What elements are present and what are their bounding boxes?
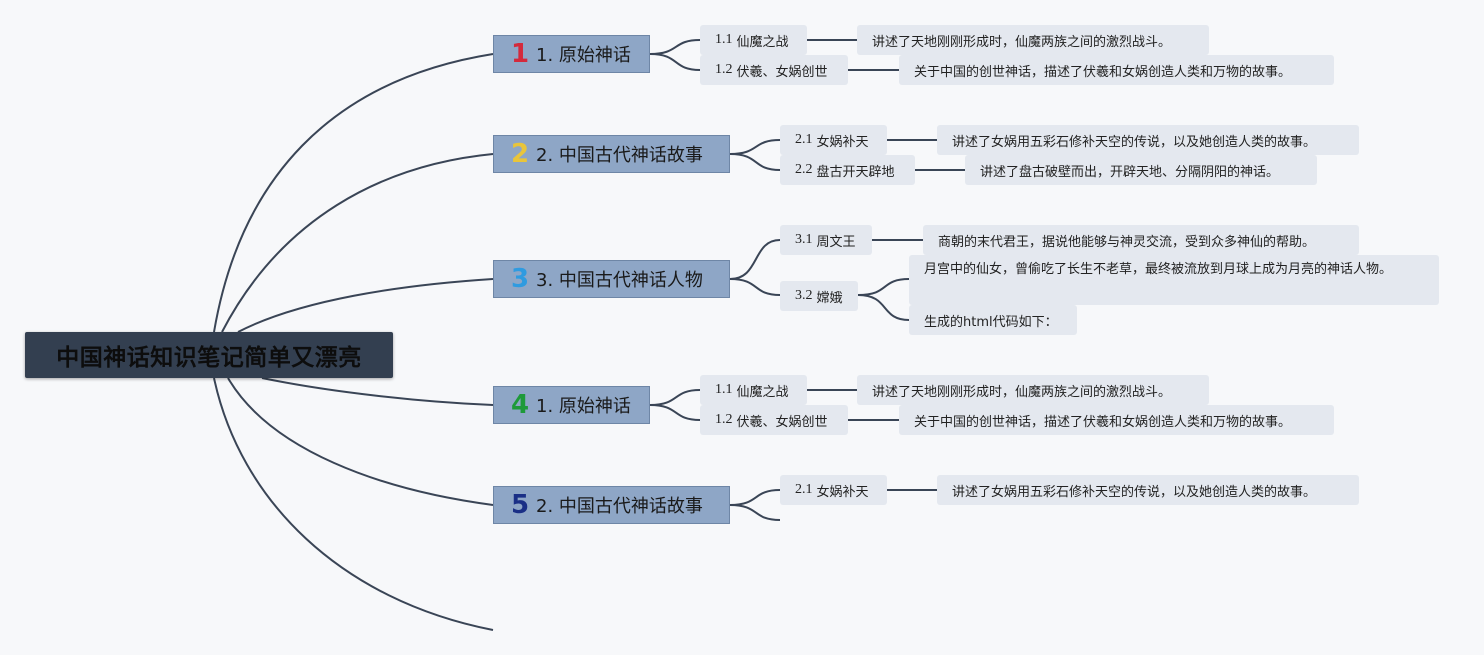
subtopic-2-2[interactable]: 2.2 盘古开天辟地 [780, 155, 915, 185]
subtopic-4-2[interactable]: 1.2 伏羲、女娲创世 [700, 405, 848, 435]
subtopic-label: 伏羲、女娲创世 [736, 64, 828, 80]
subtopic-1-2[interactable]: 1.2 伏羲、女娲创世 [700, 55, 848, 85]
description-text: 讲述了女娲用五彩石修补天空的传说，以及她创造人类的故事。 [952, 134, 1317, 150]
subtopic-code: 1.1 [715, 32, 733, 47]
description-text: 关于中国的创世神话，描述了伏羲和女娲创造人类和万物的故事。 [914, 64, 1292, 80]
edge-root-topic-1 [213, 53, 494, 333]
number-2-icon: 2 [510, 139, 530, 169]
description-1-2[interactable]: 关于中国的创世神话，描述了伏羲和女娲创造人类和万物的故事。 [899, 55, 1334, 85]
subtopic-code: 2.1 [795, 132, 813, 147]
subtopic-code: 3.2 [795, 288, 813, 303]
topic-5-label: 2. 中国古代神话故事 [536, 496, 703, 517]
subtopic-code: 1.1 [715, 382, 733, 397]
topic-2[interactable]: 2 2. 中国古代神话故事 [493, 135, 730, 173]
edge-root-extra [213, 377, 494, 631]
subtopic-label: 女娲补天 [816, 134, 869, 150]
description-text: 关于中国的创世神话，描述了伏羲和女娲创造人类和万物的故事。 [914, 414, 1292, 430]
subtopic-label: 嫦娥 [816, 290, 843, 306]
number-4-icon: 4 [510, 390, 530, 420]
subtopic-label: 仙魔之战 [736, 384, 789, 400]
subtopic-3-1[interactable]: 3.1 周文王 [780, 225, 872, 255]
description-3-2[interactable]: 月宫中的仙女，曾偷吃了长生不老草，最终被流放到月球上成为月亮的神话人物。 [909, 255, 1439, 305]
description-text: 讲述了天地刚刚形成时，仙魔两族之间的激烈战斗。 [872, 384, 1172, 400]
topic-5[interactable]: 5 2. 中国古代神话故事 [493, 486, 730, 524]
topic-1[interactable]: 1 1. 原始神话 [493, 35, 650, 73]
topic-4-label: 1. 原始神话 [536, 396, 631, 417]
number-1-icon: 1 [510, 39, 530, 69]
topic-4[interactable]: 4 1. 原始神话 [493, 386, 650, 424]
topic-2-label: 2. 中国古代神话故事 [536, 145, 703, 166]
edge-root-topic-4 [261, 377, 494, 406]
topic-3-label: 3. 中国古代神话人物 [536, 270, 703, 291]
topic-3[interactable]: 3 3. 中国古代神话人物 [493, 260, 730, 298]
subtopic-label: 盘古开天辟地 [816, 164, 895, 180]
description-text: 月宫中的仙女，曾偷吃了长生不老草，最终被流放到月球上成为月亮的神话人物。 [924, 262, 1393, 277]
description-2-1[interactable]: 讲述了女娲用五彩石修补天空的传说，以及她创造人类的故事。 [937, 125, 1359, 155]
subtopic-label: 女娲补天 [816, 484, 869, 500]
description-text: 讲述了天地刚刚形成时，仙魔两族之间的激烈战斗。 [872, 34, 1172, 50]
subtopic-2-1[interactable]: 2.1 女娲补天 [780, 125, 887, 155]
description-4-1[interactable]: 讲述了天地刚刚形成时，仙魔两族之间的激烈战斗。 [857, 375, 1209, 405]
description-4-2[interactable]: 关于中国的创世神话，描述了伏羲和女娲创造人类和万物的故事。 [899, 405, 1334, 435]
description-5-1[interactable]: 讲述了女娲用五彩石修补天空的传说，以及她创造人类的故事。 [937, 475, 1359, 505]
description-3-2-extra[interactable]: 生成的html代码如下： [909, 305, 1077, 335]
edge-root-topic-5 [227, 377, 494, 506]
subtopic-code: 2.1 [795, 482, 813, 497]
description-2-2[interactable]: 讲述了盘古破壁而出，开辟天地、分隔阴阳的神话。 [965, 155, 1317, 185]
subtopic-code: 1.2 [715, 62, 733, 77]
subtopic-code: 3.1 [795, 232, 813, 247]
subtopic-code: 1.2 [715, 412, 733, 427]
subtopic-label: 周文王 [816, 234, 856, 250]
subtopic-4-1[interactable]: 1.1 仙魔之战 [700, 375, 807, 405]
edge-root-topic-3 [237, 278, 494, 333]
description-text: 生成的html代码如下： [924, 314, 1058, 330]
subtopic-3-2[interactable]: 3.2 嫦娥 [780, 281, 858, 311]
number-5-icon: 5 [510, 490, 530, 520]
description-3-1[interactable]: 商朝的末代君王，据说他能够与神灵交流，受到众多神仙的帮助。 [923, 225, 1359, 255]
root-topic[interactable]: 中国神话知识笔记简单又漂亮 [25, 332, 393, 378]
subtopic-1-1[interactable]: 1.1 仙魔之战 [700, 25, 807, 55]
number-3-icon: 3 [510, 264, 530, 294]
subtopic-code: 2.2 [795, 162, 813, 177]
subtopic-label: 仙魔之战 [736, 34, 789, 50]
description-text: 商朝的末代君王，据说他能够与神灵交流，受到众多神仙的帮助。 [938, 234, 1316, 250]
topic-1-label: 1. 原始神话 [536, 45, 631, 66]
description-text: 讲述了盘古破壁而出，开辟天地、分隔阴阳的神话。 [980, 164, 1280, 180]
description-1-1[interactable]: 讲述了天地刚刚形成时，仙魔两族之间的激烈战斗。 [857, 25, 1209, 55]
description-text: 讲述了女娲用五彩石修补天空的传说，以及她创造人类的故事。 [952, 484, 1317, 500]
subtopic-5-1[interactable]: 2.1 女娲补天 [780, 475, 887, 505]
subtopic-label: 伏羲、女娲创世 [736, 414, 828, 430]
root-topic-label: 中国神话知识笔记简单又漂亮 [56, 345, 362, 371]
edge-root-topic-2 [221, 153, 494, 333]
